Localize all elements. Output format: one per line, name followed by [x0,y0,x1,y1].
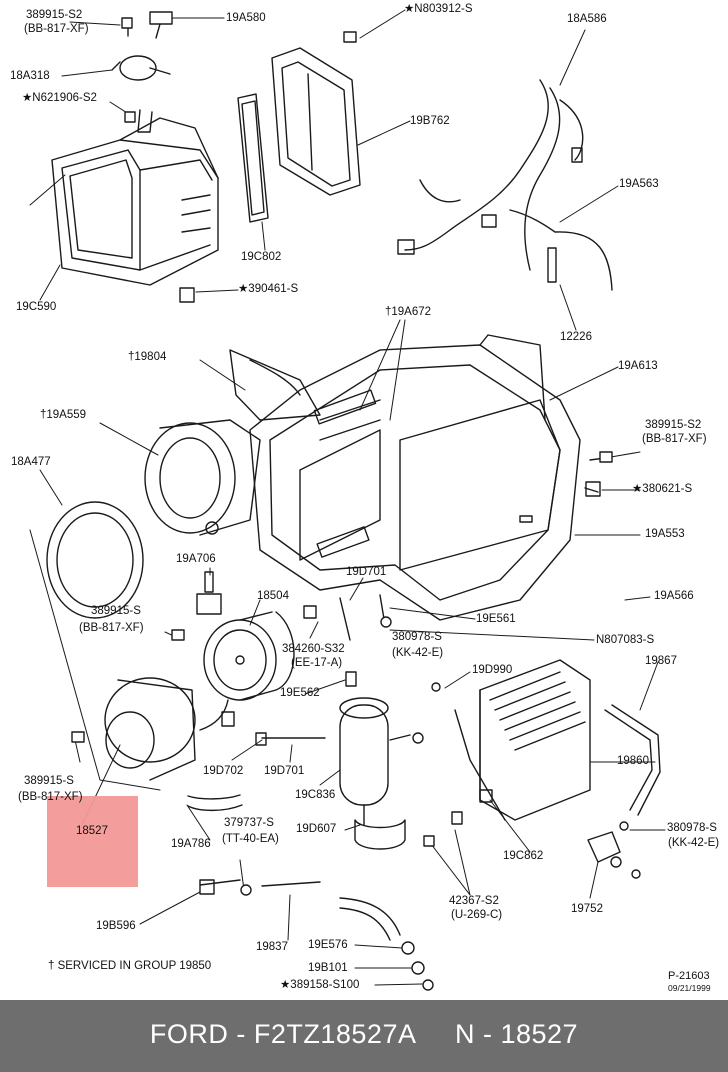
part-label: 19A786 [171,838,211,850]
leader-lines [29,9,666,986]
part-label: †19A672 [385,306,432,318]
part-label: (BB-817-XF) [24,23,89,35]
part-label: 18A477 [11,456,51,468]
part-label: 19A706 [176,553,216,565]
part-label: ★380621-S [632,483,693,495]
part-label: 19D990 [472,664,513,676]
part-label: 19752 [571,903,603,915]
part-label: 19B101 [308,962,348,974]
wiring-harness-18A586 [397,79,613,291]
lines-19837 [199,879,434,991]
filter-19C802 [237,93,269,223]
misc-fittings [255,457,606,821]
blower-housing-19A559 [144,419,261,536]
part-label: 379737-S [224,817,274,829]
part-label: (BB-817-XF) [642,433,707,445]
part-label: 19D702 [203,765,244,777]
part-label: (KK-42-E) [392,647,444,659]
part-label: 19A553 [645,528,685,540]
diagram-drawing [29,9,666,991]
gasket-18A477 [46,501,144,619]
heater-case-19A613 [229,334,581,621]
part-label: 19C590 [16,301,57,313]
part-label: (BB-817-XF) [18,791,83,803]
part-label: 19C836 [295,789,336,801]
part-label: 42367-S2 [449,895,499,907]
hose-19A786 [187,794,243,812]
part-label: 389915-S2 [26,9,83,21]
blower-motor-18527 [104,677,235,781]
part-label: ★389158-S100 [280,979,360,991]
part-number-caption: FORD - F2TZ18527A N - 18527 [149,1019,579,1049]
blower-wheel-18504 [203,611,295,701]
part-label: 19B762 [410,115,450,127]
part-label: 19867 [645,655,677,667]
part-label: 384260-S32 [282,643,345,655]
part-label: 19A563 [619,178,659,190]
part-label: (KK-42-E) [668,837,720,849]
part-label: (TT-40-EA) [222,833,279,845]
part-label: 19D607 [296,823,337,835]
part-label: (BB-817-XF) [79,622,144,634]
part-label: ★N803912-S [404,3,473,15]
evaporator-core-19860 [479,659,591,821]
part-label: 18A586 [567,13,607,25]
part-label: 380978-S [667,822,717,834]
actuator-18A318 [111,11,173,133]
part-label: 389915-S2 [645,419,702,431]
accumulator-19C836 [339,697,406,850]
reference-code: P-21603 [668,970,710,982]
screws [71,17,641,896]
part-label: 19A580 [226,12,266,24]
exploded-parts-diagram: 389915-S2 (BB-817-XF) 19A580 ★N803912-S … [10,3,720,993]
footnote: † SERVICED IN GROUP 19850 [48,960,212,972]
part-label: ★N621906-S2 [22,92,97,104]
part-label: 389915-S [24,775,74,787]
part-label: 19E561 [476,613,516,625]
part-label: 389915-S [91,605,141,617]
plenum-housing-19C590 [51,117,219,303]
part-label: (EE-17-A) [291,657,343,669]
part-label: 19C862 [503,850,544,862]
part-label: ★390461-S [238,283,299,295]
part-label: 19D701 [346,566,387,578]
part-label-18527: 18527 [76,825,108,837]
footer-bar: FORD - F2TZ18527A N - 18527 [0,1000,728,1072]
tube-19867 [604,704,661,816]
part-label: 19C802 [241,251,282,263]
part-label: 12226 [560,331,592,343]
seal-19B762 [271,47,361,196]
part-label: 19E562 [280,687,320,699]
part-label: †19804 [128,351,167,363]
part-label: 380978-S [392,631,442,643]
part-label: 19E576 [308,939,348,951]
part-label: †19A559 [40,409,87,421]
valve-19752 [587,831,622,868]
part-label: 19B596 [96,920,136,932]
part-label: 18A318 [10,70,50,82]
part-label: N807083-S [596,634,655,646]
part-label: 19860 [617,755,649,767]
part-label: (U-269-C) [451,909,503,921]
reference-date: 09/21/1999 [668,983,711,993]
part-label: 18504 [257,590,289,602]
highlight-18527 [47,796,138,887]
part-label: 19A613 [618,360,658,372]
resistor-19A706 [196,571,222,615]
part-label: 19837 [256,941,288,953]
part-label: 19D701 [264,765,305,777]
part-label: 19A566 [654,590,694,602]
